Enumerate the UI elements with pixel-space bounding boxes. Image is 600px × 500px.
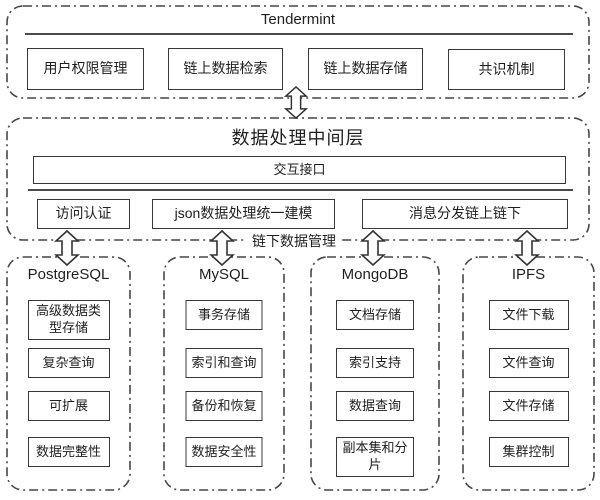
tendermint-divider-line (25, 33, 573, 35)
double-arrow-icon (284, 86, 308, 119)
box-message-dispatch: 消息分发链上链下 (362, 199, 568, 229)
box-data-query: 数据查询 (336, 391, 414, 421)
double-arrow-icon (209, 230, 235, 266)
box-file-download: 文件下载 (488, 300, 569, 330)
mongodb-title: MongoDB (341, 266, 409, 283)
box-onchain-retrieval: 链上数据检索 (168, 48, 283, 90)
middleware-title: 数据处理中间层 (231, 128, 365, 148)
box-data-security: 数据安全性 (185, 437, 263, 467)
box-scalable: 可扩展 (27, 391, 110, 421)
dash-dot-frame (310, 256, 440, 491)
offchain-data-management-label: 链下数据管理 (246, 232, 342, 250)
mongodb-column: MongoDB 文档存储 索引支持 数据查询 副本集和分片 (310, 256, 440, 491)
middleware-divider-line (28, 189, 573, 191)
middleware-layer: 数据处理中间层 交互接口 访问认证 json数据处理统一建模 消息分发链上链下 (6, 117, 590, 241)
box-complex-query: 复杂查询 (27, 348, 110, 378)
box-json-modeling: json数据处理统一建模 (152, 199, 335, 229)
box-file-query: 文件查询 (488, 348, 569, 378)
box-index-support: 索引支持 (336, 348, 414, 378)
double-arrow-icon (360, 230, 386, 266)
box-transaction-storage: 事务存储 (185, 300, 263, 330)
box-consensus: 共识机制 (448, 49, 565, 90)
box-user-permission: 用户权限管理 (27, 48, 144, 90)
ipfs-column: IPFS 文件下载 文件查询 文件存储 集群控制 (462, 256, 595, 491)
mysql-column: MySQL 事务存储 索引和查询 备份和恢复 数据安全性 (163, 256, 285, 491)
box-cluster-control: 集群控制 (488, 437, 569, 467)
ipfs-title: IPFS (511, 266, 546, 283)
box-access-auth: 访问认证 (37, 199, 130, 229)
mysql-title: MySQL (198, 266, 249, 283)
box-replicaset-sharding: 副本集和分片 (336, 437, 414, 477)
box-document-storage: 文档存储 (336, 300, 414, 330)
double-arrow-icon (54, 230, 80, 266)
box-advanced-datatype-storage: 高级数据类型存储 (27, 300, 110, 340)
postgresql-column: PostgreSQL 高级数据类型存储 复杂查询 可扩展 数据完整性 (6, 256, 131, 491)
box-data-integrity: 数据完整性 (27, 437, 110, 467)
double-arrow-icon (514, 230, 540, 266)
tendermint-layer: Tendermint 用户权限管理 链上数据检索 链上数据存储 共识机制 (6, 5, 590, 99)
tendermint-title: Tendermint (260, 11, 336, 28)
box-index-and-query: 索引和查询 (185, 348, 263, 378)
postgresql-title: PostgreSQL (27, 266, 110, 283)
box-onchain-storage: 链上数据存储 (308, 48, 423, 90)
box-interaction-interface: 交互接口 (33, 156, 566, 184)
box-backup-recovery: 备份和恢复 (185, 391, 263, 421)
box-file-storage: 文件存储 (488, 391, 569, 421)
dash-dot-frame (462, 256, 595, 491)
